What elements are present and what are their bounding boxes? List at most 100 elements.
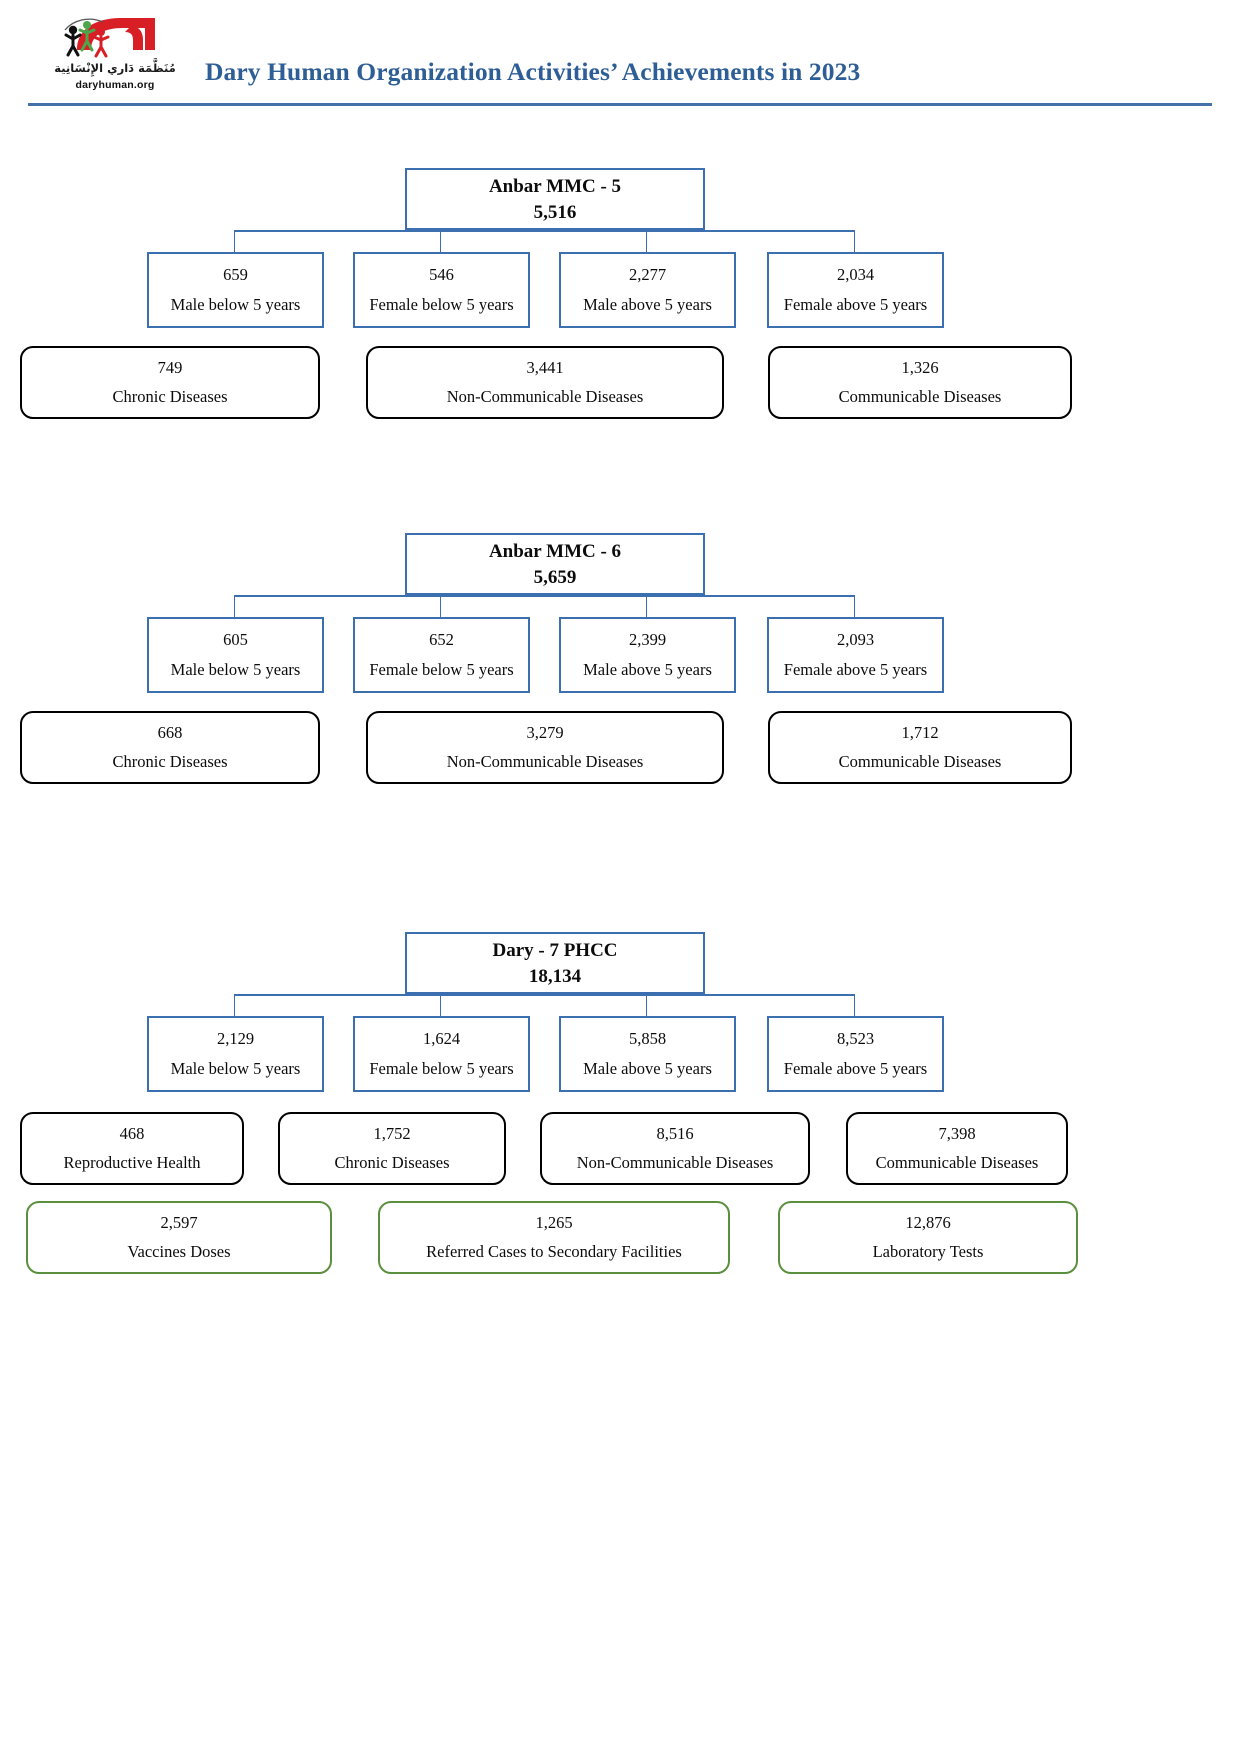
demographic-label: Female above 5 years — [783, 294, 928, 314]
connector-bus — [234, 994, 855, 996]
category-label: Non-Communicable Diseases — [446, 751, 644, 771]
demographic-value: 659 — [223, 265, 248, 284]
demographic-value: 2,034 — [836, 265, 875, 284]
demographic-value: 2,129 — [216, 1029, 255, 1048]
root-node-value: 18,134 — [528, 965, 582, 987]
connector-drop — [233, 595, 236, 617]
category-value: 1,752 — [373, 1124, 411, 1143]
connector-drop — [645, 994, 648, 1016]
page-title: Dary Human Organization Activities’ Achi… — [205, 57, 861, 86]
demographic-label: Female above 5 years — [783, 659, 928, 679]
connector-drop — [233, 994, 236, 1016]
root-node[interactable]: Dary - 7 PHCC 18,134 — [405, 932, 705, 994]
dary-human-logo: مُنَظَّمَة دَاري الإِنْسَانِية daryhuman… — [54, 10, 176, 105]
category-label: Chronic Diseases — [112, 386, 228, 406]
demographic-value: 546 — [429, 265, 454, 284]
category-value: 3,279 — [526, 723, 564, 742]
category-value: 1,326 — [901, 358, 939, 377]
service-label: Laboratory Tests — [872, 1241, 984, 1261]
connector-bus — [234, 595, 855, 597]
category-label: Reproductive Health — [63, 1152, 201, 1172]
demographic-value: 2,399 — [628, 630, 667, 649]
category-label: Communicable Diseases — [838, 751, 1002, 771]
service-value: 1,265 — [535, 1213, 573, 1232]
demographic-value: 8,523 — [836, 1029, 875, 1048]
connector-drop — [233, 230, 236, 252]
category-value: 468 — [119, 1124, 145, 1143]
logo-arabic-name: مُنَظَّمَة دَاري الإِنْسَانِية — [54, 61, 176, 75]
demographic-value: 652 — [429, 630, 454, 649]
connector-drop — [645, 595, 648, 617]
category-label: Non-Communicable Diseases — [576, 1152, 774, 1172]
demographic-value: 2,093 — [836, 630, 875, 649]
demographic-value: 605 — [223, 630, 248, 649]
category-label: Non-Communicable Diseases — [446, 386, 644, 406]
category-label: Communicable Diseases — [875, 1152, 1039, 1172]
demographic-label: Male below 5 years — [170, 294, 301, 314]
header-divider — [28, 103, 1212, 106]
category-value: 1,712 — [901, 723, 939, 742]
demographic-label: Male below 5 years — [170, 1058, 301, 1078]
demographic-label: Female below 5 years — [369, 294, 514, 314]
service-label: Referred Cases to Secondary Facilities — [426, 1241, 682, 1261]
demographic-value: 1,624 — [422, 1029, 461, 1048]
root-node-title: Anbar MMC - 6 — [488, 540, 622, 562]
demographic-value: 2,277 — [628, 265, 667, 284]
demographic-label: Male above 5 years — [583, 659, 712, 679]
logo-mark-icon — [59, 10, 171, 62]
connector-drop — [439, 994, 442, 1016]
root-node-value: 5,516 — [533, 201, 577, 223]
connector-drop — [439, 595, 442, 617]
category-value: 7,398 — [938, 1124, 976, 1143]
service-value: 2,597 — [160, 1213, 198, 1232]
demographic-value: 5,858 — [628, 1029, 667, 1048]
category-label: Communicable Diseases — [838, 386, 1002, 406]
connector-drop — [645, 230, 648, 252]
connector-drop — [439, 230, 442, 252]
demographic-label: Female below 5 years — [369, 659, 514, 679]
category-label: Chronic Diseases — [334, 1152, 450, 1172]
root-node-title: Dary - 7 PHCC — [492, 939, 618, 961]
demographic-label: Male above 5 years — [583, 1058, 712, 1078]
root-node[interactable]: Anbar MMC - 5 5,516 — [405, 168, 705, 230]
root-node-value: 5,659 — [533, 566, 577, 588]
demographic-label: Female below 5 years — [369, 1058, 514, 1078]
connector-drop — [853, 994, 856, 1016]
service-label: Vaccines Doses — [127, 1241, 231, 1261]
connector-drop — [853, 595, 856, 617]
root-node[interactable]: Anbar MMC - 6 5,659 — [405, 533, 705, 595]
demographic-label: Female above 5 years — [783, 1058, 928, 1078]
root-node-title: Anbar MMC - 5 — [488, 175, 622, 197]
connector-bus — [234, 230, 855, 232]
logo-website-url: daryhuman.org — [75, 78, 155, 91]
demographic-label: Male below 5 years — [170, 659, 301, 679]
category-label: Chronic Diseases — [112, 751, 228, 771]
category-value: 3,441 — [526, 358, 564, 377]
